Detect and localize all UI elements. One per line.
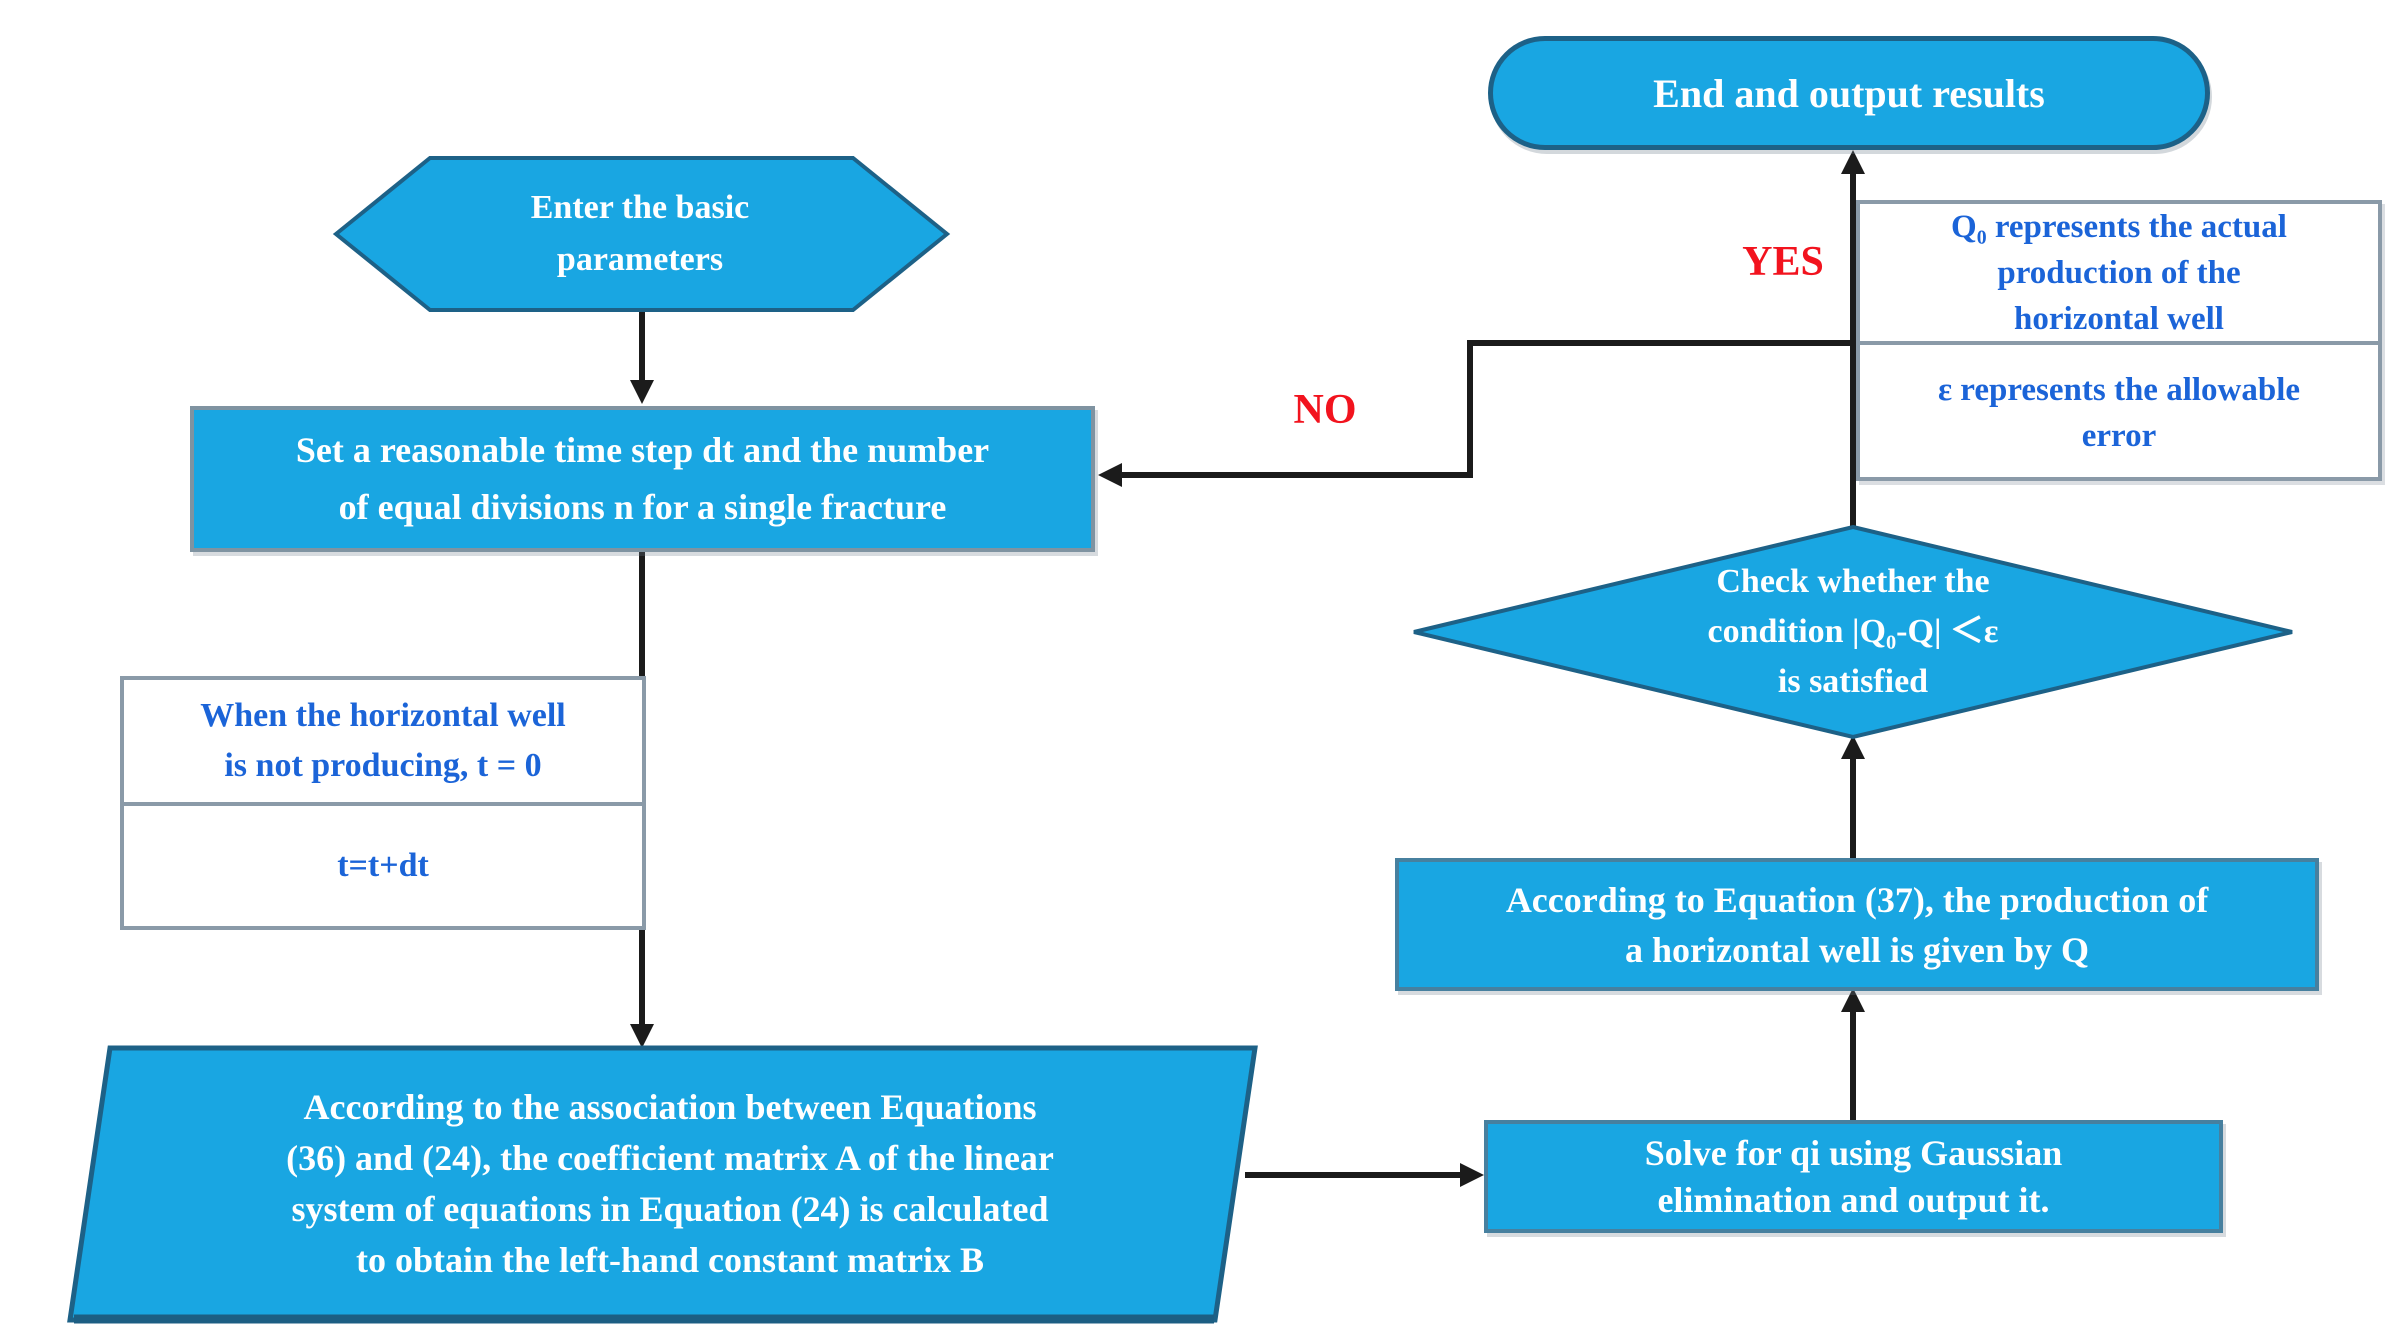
legend-q0-label: Q₀ represents the actual production of t… (1951, 208, 2287, 337)
connector-decision-no-return (1098, 340, 1853, 487)
note-t0-box: When the horizontal well is not producin… (120, 676, 646, 806)
solve-box: Solve for qi using Gaussian elimination … (1484, 1120, 2223, 1233)
start-hexagon-shape (332, 156, 951, 312)
set-step-box: Set a reasonable time step dt and the nu… (190, 406, 1095, 552)
connector-decision-to-end-yes (1841, 150, 1865, 530)
set-step-label: Set a reasonable time step dt and the nu… (295, 430, 990, 527)
note-tdt-box: t=t+dt (120, 802, 646, 930)
legend-epsilon-label: ε represents the allowable error (1937, 372, 2301, 454)
legend-epsilon-cell: ε represents the allowable error (1860, 349, 2378, 477)
solve-label: Solve for qi using Gaussian elimination … (1644, 1132, 2063, 1220)
end-terminal: End and output results (1488, 36, 2210, 150)
connector-production-to-decision (1841, 735, 1865, 858)
production-label: According to Equation (37), the producti… (1505, 879, 2209, 970)
note-tdt-label: t=t+dt (337, 847, 429, 884)
legend-box: Q₀ represents the actual production of t… (1856, 200, 2382, 481)
yes-edge-label: YES (1742, 239, 1824, 285)
legend-q0-cell: Q₀ represents the actual production of t… (1860, 204, 2378, 345)
connector-matrix-to-solve (1245, 1163, 1484, 1187)
note-t0-label: When the horizontal well is not producin… (200, 697, 566, 784)
connector-start-to-set (630, 308, 654, 404)
no-edge-label: NO (1293, 387, 1357, 433)
matrix-parallelogram-shape (67, 1045, 1258, 1323)
decision-diamond-shape (1413, 524, 2293, 740)
connector-solve-to-production (1841, 988, 1865, 1120)
production-box: According to Equation (37), the producti… (1395, 858, 2319, 991)
end-terminal-label: End and output results (1653, 70, 2045, 116)
